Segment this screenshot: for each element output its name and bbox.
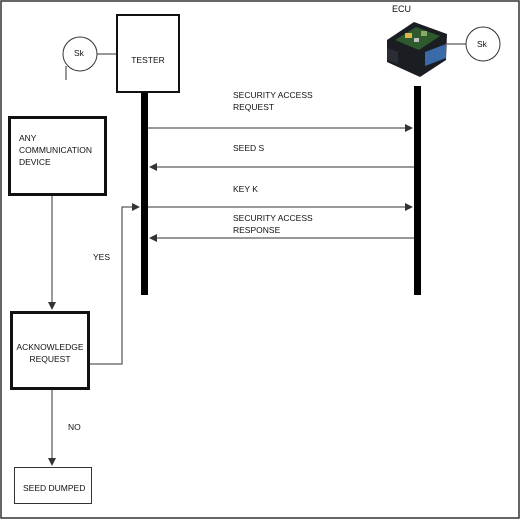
tester-key-label: Sk [74,48,84,58]
acknowledge-request-box: ACKNOWLEDGE REQUEST [10,311,90,390]
message-label-security-access-response: SECURITY ACCESS RESPONSE [233,212,313,236]
seed-dumped-box: SEED DUMPED [14,467,92,504]
communication-device-box: ANY COMMUNICATION DEVICE [8,116,107,196]
ecu-label: ECU [392,4,412,14]
message-label-seed: SEED S [233,143,265,153]
flow-arrow-yes [90,203,140,365]
tester-label: TESTER [131,55,165,65]
acknowledge-label-line: REQUEST [29,354,71,364]
ecu-lifeline [414,86,421,295]
message-label-line: SECURITY ACCESS [233,213,313,223]
device-label-line: COMMUNICATION [19,145,93,155]
tester-lifeline [141,93,148,295]
device-label-line: ANY [19,133,37,143]
seed-dumped-label: SEED DUMPED [23,483,86,493]
message-label-line: REQUEST [233,102,275,112]
message-label-key: KEY K [233,184,258,194]
message-label-line: SECURITY ACCESS [233,90,313,100]
message-label-security-access-request: SECURITY ACCESS REQUEST [233,89,313,113]
branch-yes-label: YES [93,252,111,262]
ecu-key-label: Sk [477,39,487,49]
message-label-line: RESPONSE [233,225,281,235]
branch-no-label: NO [68,422,81,432]
ecu-module-icon [387,22,447,77]
tester-box: TESTER [116,14,180,93]
device-label-line: DEVICE [19,157,51,167]
acknowledge-label-line: ACKNOWLEDGE [16,342,84,352]
